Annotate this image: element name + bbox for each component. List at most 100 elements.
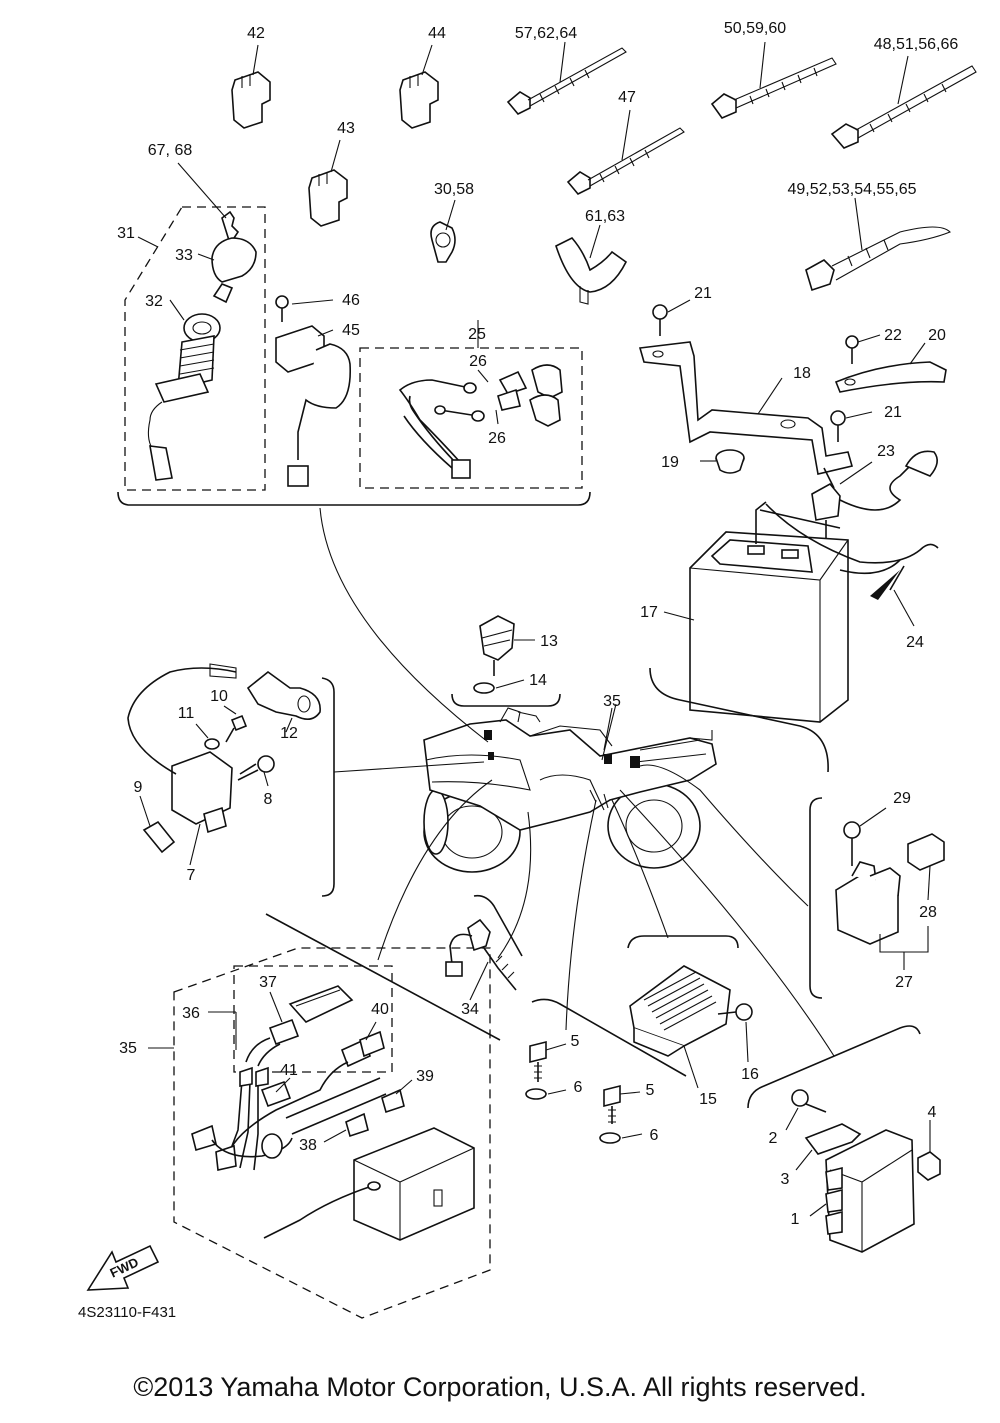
cdi-unit-1 [825, 1129, 915, 1253]
callout-57-62-64: 57,62,64 [515, 25, 577, 42]
upper-group-brace [117, 491, 591, 506]
callout-37: 37 [259, 974, 277, 991]
callout-35-upper: 35 [603, 693, 621, 710]
callout-45: 45 [342, 322, 360, 339]
washer-11 [204, 738, 220, 750]
bolt-5b [603, 1084, 621, 1124]
callout-21-upper: 21 [694, 285, 712, 302]
atv-illustration [423, 707, 717, 873]
ignition-coil-7 [127, 663, 237, 834]
callout-44: 44 [428, 25, 446, 42]
battery-cable-24 [765, 503, 939, 600]
callout-40: 40 [371, 1001, 389, 1018]
screw-46 [275, 295, 289, 322]
callout-29: 29 [893, 790, 911, 807]
fuse-box-group-outline [173, 947, 491, 1319]
callout-16: 16 [741, 1066, 759, 1083]
bolt-5a [529, 1040, 547, 1082]
sub-harness-group-outline [359, 347, 583, 489]
sensor-brace [451, 693, 561, 707]
callout-28: 28 [919, 904, 937, 921]
wire-harness-35 [191, 1030, 387, 1171]
battery-bracket-18 [638, 341, 853, 475]
callout-41: 41 [280, 1062, 298, 1079]
bolt-21b [830, 410, 846, 442]
callout-46: 46 [342, 292, 360, 309]
rectifier-15 [629, 965, 731, 1057]
plug-cap-12 [246, 670, 321, 720]
clamp-30-58 [430, 221, 456, 263]
coupler-44 [399, 71, 439, 129]
screw-22 [845, 335, 859, 364]
cable-tie-47 [566, 127, 685, 195]
bolts-brace [531, 998, 687, 1077]
copyright-notice: ©2013 Yamaha Motor Corporation, U.S.A. A… [133, 1372, 867, 1402]
callout-17: 17 [640, 604, 658, 621]
battery-group-brace [649, 667, 829, 773]
cover-20 [834, 361, 947, 393]
coupler-43 [308, 169, 348, 227]
clamp-61-63 [555, 237, 628, 305]
wire-harness-25 [398, 364, 563, 479]
diagram-code: 4S23110-F431 [78, 1304, 176, 1321]
callout-20: 20 [928, 327, 946, 344]
callout-6-upper: 6 [574, 1079, 583, 1096]
cdi-group-brace [747, 1025, 921, 1109]
callout-48-51-56-66: 48,51,56,66 [874, 36, 959, 53]
callout-4: 4 [928, 1104, 937, 1121]
callout-35-lower: 35 [119, 1040, 137, 1057]
callout-15: 15 [699, 1091, 717, 1108]
bolt-10 [225, 714, 248, 743]
bolt-29 [843, 821, 861, 866]
fuse-holder-37 [245, 985, 354, 1067]
callout-34: 34 [461, 1001, 479, 1018]
main-switch-32 [147, 313, 221, 481]
sensor-45 [275, 325, 352, 487]
callout-5-upper: 5 [571, 1033, 580, 1050]
callout-2: 2 [769, 1130, 778, 1147]
fuse-sub-group-outline [233, 965, 393, 1073]
callout-33: 33 [175, 247, 193, 264]
fwd-arrow-icon: FWD [86, 1244, 160, 1291]
callout-5-lower: 5 [646, 1082, 655, 1099]
main-switch-group-outline [124, 206, 266, 491]
callout-labels: 42 44 57,62,64 50,59,60 48,51,56,66 43 4… [117, 20, 958, 1228]
callout-10: 10 [210, 688, 228, 705]
battery-cable-23 [811, 450, 938, 580]
coupler-42 [231, 71, 271, 129]
screw-2 [791, 1089, 827, 1113]
fuse-box [263, 1127, 475, 1241]
cable-tie-57-62-64 [506, 47, 627, 115]
cable-tie-50-59-60 [710, 57, 837, 119]
washer-6b [599, 1132, 621, 1144]
damper-19 [715, 449, 745, 474]
callout-42: 42 [247, 25, 265, 42]
callout-19: 19 [661, 454, 679, 471]
leader-lines [319, 507, 835, 1057]
callout-13: 13 [540, 633, 558, 650]
sleeve-9 [142, 820, 176, 854]
callout-1: 1 [791, 1211, 800, 1228]
fuse-39 [381, 1088, 405, 1114]
bolt-16 [717, 1003, 753, 1021]
callout-31: 31 [117, 225, 135, 242]
callout-27: 27 [895, 974, 913, 991]
relay-group-brace [809, 797, 823, 999]
callout-26-upper: 26 [469, 353, 487, 370]
callout-3: 3 [781, 1171, 790, 1188]
fuse-28 [907, 833, 945, 871]
callout-24: 24 [906, 634, 924, 651]
sensor-13 [479, 615, 515, 676]
callout-47: 47 [618, 89, 636, 106]
callout-25: 25 [468, 326, 486, 343]
callout-8: 8 [264, 791, 273, 808]
rectifier-brace [627, 935, 739, 949]
callout-12: 12 [280, 725, 298, 742]
washer-14 [473, 682, 495, 694]
callout-43: 43 [337, 120, 355, 137]
callout-36: 36 [182, 1005, 200, 1022]
cable-tie-49-52-53-54-55-65 [805, 226, 951, 292]
callout-32: 32 [145, 293, 163, 310]
washer-6a [525, 1088, 547, 1100]
